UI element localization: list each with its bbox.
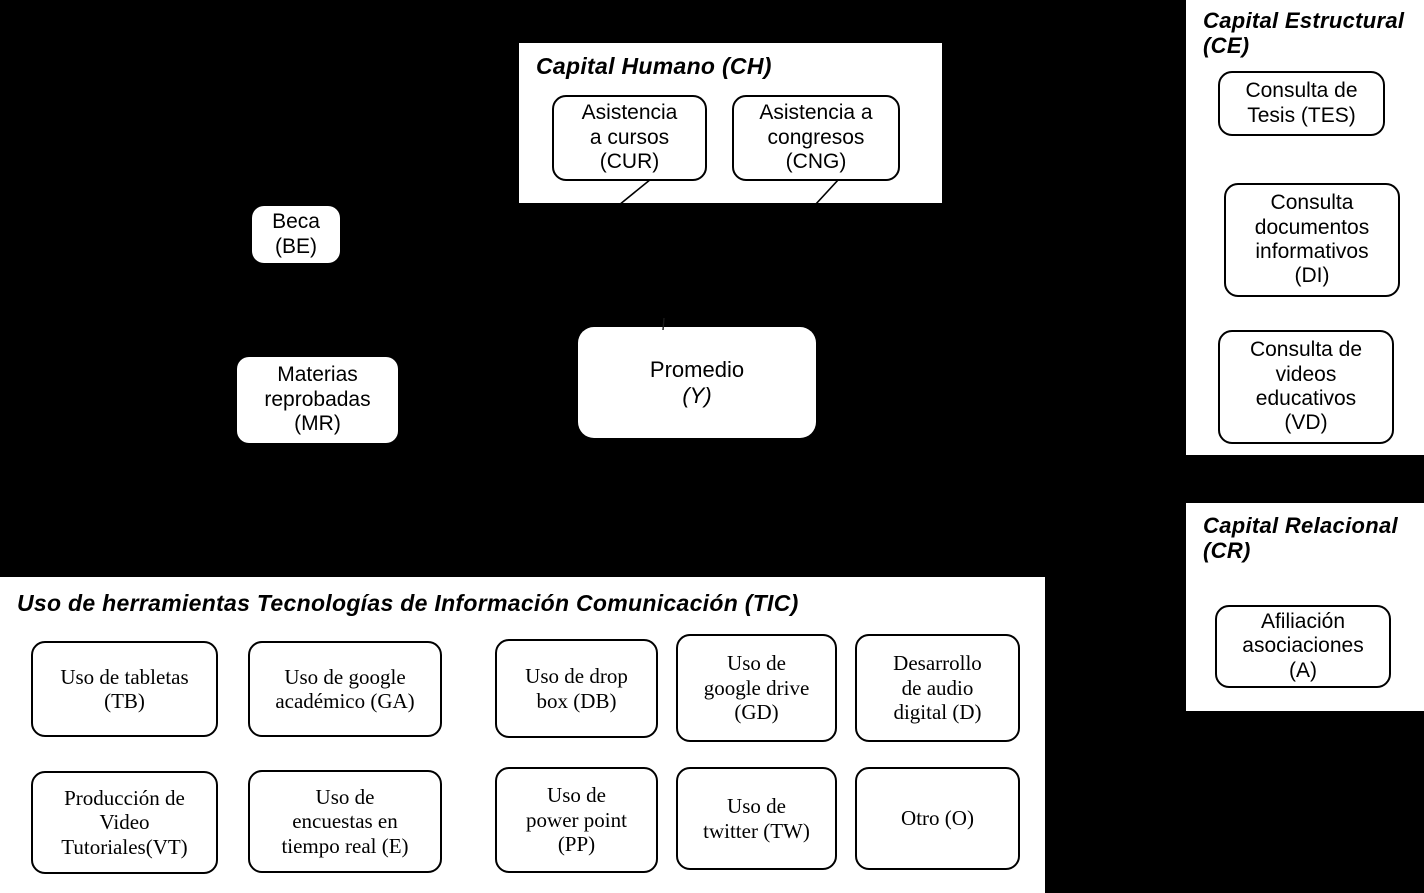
node-e[interactable]: Uso de encuestas en tiempo real (E): [248, 770, 442, 873]
panel-title-capital-humano: Capital Humano (CH): [536, 53, 772, 79]
panel-capital-relacional: Capital Relacional (CR) Afiliación asoci…: [1186, 503, 1424, 711]
node-pp[interactable]: Uso de power point (PP): [495, 767, 658, 873]
node-cng[interactable]: Asistencia a congresos (CNG): [732, 95, 900, 181]
connector-cur-to-promedio: [619, 179, 659, 205]
node-promedio-label: Promedio: [649, 356, 745, 382]
panel-title-tic: Uso de herramientas Tecnologías de Infor…: [17, 590, 799, 616]
node-tw[interactable]: Uso de twitter (TW): [676, 767, 837, 870]
node-vt[interactable]: Producción de Video Tutoriales(VT): [31, 771, 218, 874]
node-gd[interactable]: Uso de google drive (GD): [676, 634, 837, 742]
node-cur[interactable]: Asistencia a cursos (CUR): [552, 95, 707, 181]
node-materias-reprobadas[interactable]: Materias reprobadas (MR): [237, 357, 398, 443]
node-di[interactable]: Consulta documentos informativos (DI): [1224, 183, 1400, 297]
node-promedio-code: (Y): [682, 382, 712, 408]
panel-tic: Uso de herramientas Tecnologías de Infor…: [0, 577, 1045, 893]
node-tb[interactable]: Uso de tabletas (TB): [31, 641, 218, 737]
node-ga[interactable]: Uso de google académico (GA): [248, 641, 442, 737]
node-d[interactable]: Desarrollo de audio digital (D): [855, 634, 1020, 742]
node-promedio[interactable]: Promedio (Y): [578, 327, 816, 438]
panel-capital-estructural: Capital Estructural (CE) Consulta de Tes…: [1186, 0, 1424, 455]
connector-cng-to-promedio: [809, 179, 849, 205]
node-afiliacion-asociaciones[interactable]: Afiliación asociaciones (A): [1215, 605, 1391, 688]
node-vd[interactable]: Consulta de videos educativos (VD): [1218, 330, 1394, 444]
node-o[interactable]: Otro (O): [855, 767, 1020, 870]
panel-title-capital-estructural: Capital Estructural (CE): [1203, 8, 1405, 58]
panel-title-capital-relacional: Capital Relacional (CR): [1203, 513, 1398, 563]
node-beca[interactable]: Beca (BE): [252, 206, 340, 263]
panel-capital-humano: Capital Humano (CH) Asistencia a cursos …: [519, 43, 942, 205]
node-tes[interactable]: Consulta de Tesis (TES): [1218, 71, 1385, 136]
node-db[interactable]: Uso de drop box (DB): [495, 639, 658, 738]
